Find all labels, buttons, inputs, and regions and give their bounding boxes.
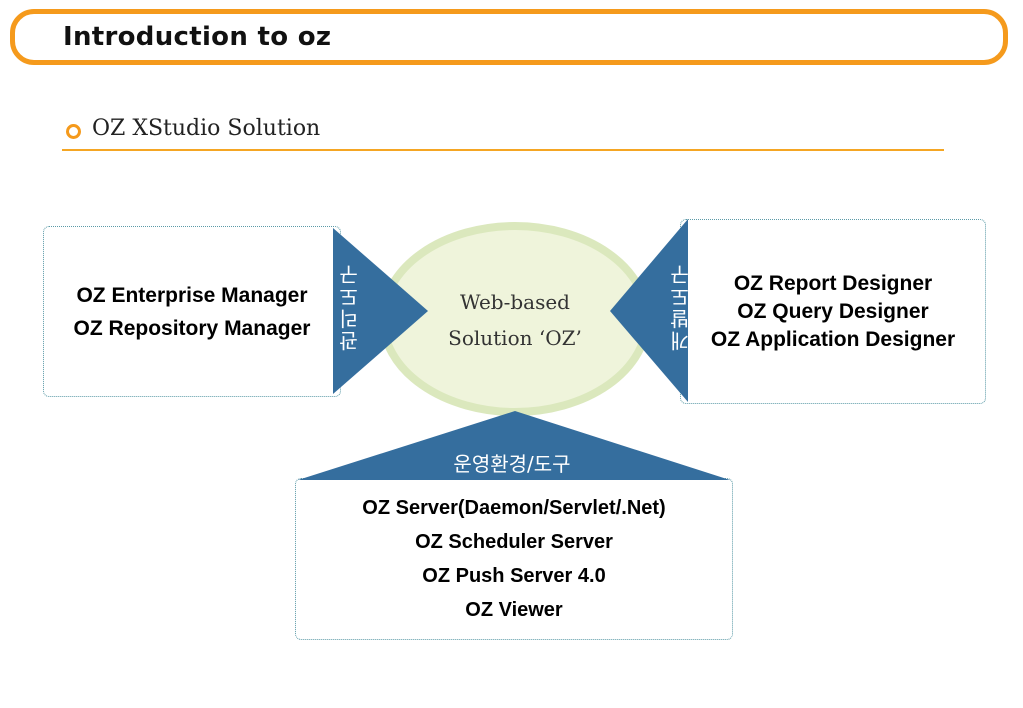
bullet-icon (66, 124, 81, 139)
bottom-item-push-server: OZ Push Server 4.0 (422, 565, 606, 587)
right-item-application-designer: OZ Application Designer (710, 327, 956, 351)
heading-divider (62, 149, 944, 151)
right-triangle (610, 219, 688, 402)
page-title: Introduction to oz (63, 22, 332, 52)
left-triangle-label: 관리도구 (338, 263, 362, 351)
bottom-item-server: OZ Server(Daemon/Servlet/.Net) (362, 497, 666, 519)
right-item-report-designer: OZ Report Designer (733, 271, 933, 295)
bottom-item-viewer: OZ Viewer (465, 599, 563, 621)
title-bar: Introduction to oz (10, 9, 1008, 65)
right-triangle-label: 개발도구 (669, 263, 693, 351)
left-triangle (333, 228, 428, 394)
left-item-enterprise-manager: OZ Enterprise Manager (76, 283, 308, 307)
left-item-repository-manager: OZ Repository Manager (73, 316, 311, 340)
bottom-triangle (298, 411, 730, 480)
bottom-triangle-label: 운영환경/도구 (453, 452, 571, 476)
right-item-query-designer: OZ Query Designer (737, 299, 929, 323)
left-panel-box: OZ Enterprise Manager OZ Repository Mana… (43, 226, 341, 397)
bottom-item-scheduler: OZ Scheduler Server (415, 531, 613, 553)
center-label: Web-based Solution ‘OZ’ (393, 284, 637, 356)
bottom-panel-box: OZ Server(Daemon/Servlet/.Net) OZ Schedu… (295, 478, 733, 640)
center-label-line2: Solution ‘OZ’ (448, 326, 582, 350)
section-heading: OZ XStudio Solution (92, 116, 321, 141)
center-label-line1: Web-based (460, 290, 570, 314)
right-panel-box: OZ Report Designer OZ Query Designer OZ … (680, 219, 986, 404)
